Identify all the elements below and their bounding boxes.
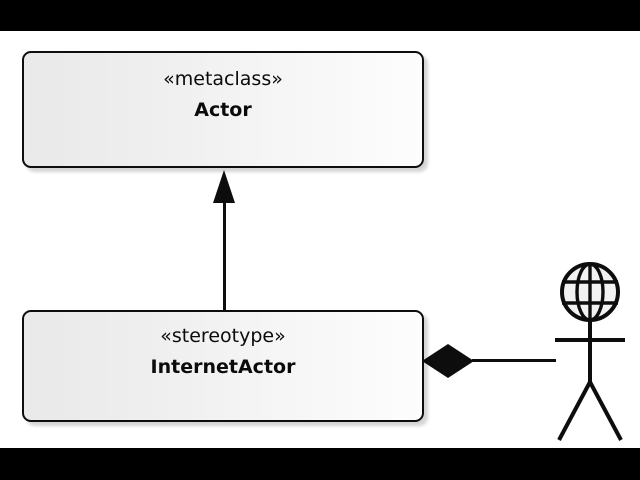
class-name-internetactor: InternetActor <box>150 356 296 378</box>
uml-class-box-actor[interactable]: «metaclass» Actor <box>22 51 424 168</box>
composition-diamond-icon <box>422 344 474 378</box>
generalization-arrowhead-icon <box>213 170 235 203</box>
letterbox-top-bar <box>0 0 640 31</box>
letterbox-bottom-bar <box>0 448 640 480</box>
composition-connector[interactable] <box>422 344 557 378</box>
class-name-actor: Actor <box>194 99 252 121</box>
uml-class-box-internetactor[interactable]: «stereotype» InternetActor <box>22 310 424 422</box>
internet-actor-icon[interactable] <box>543 260 637 446</box>
stereotype-label-metaclass: «metaclass» <box>163 68 283 90</box>
composition-line <box>472 359 556 362</box>
generalization-line <box>223 200 226 312</box>
generalization-connector[interactable] <box>213 170 235 312</box>
stereotype-label-stereotype: «stereotype» <box>160 325 286 347</box>
